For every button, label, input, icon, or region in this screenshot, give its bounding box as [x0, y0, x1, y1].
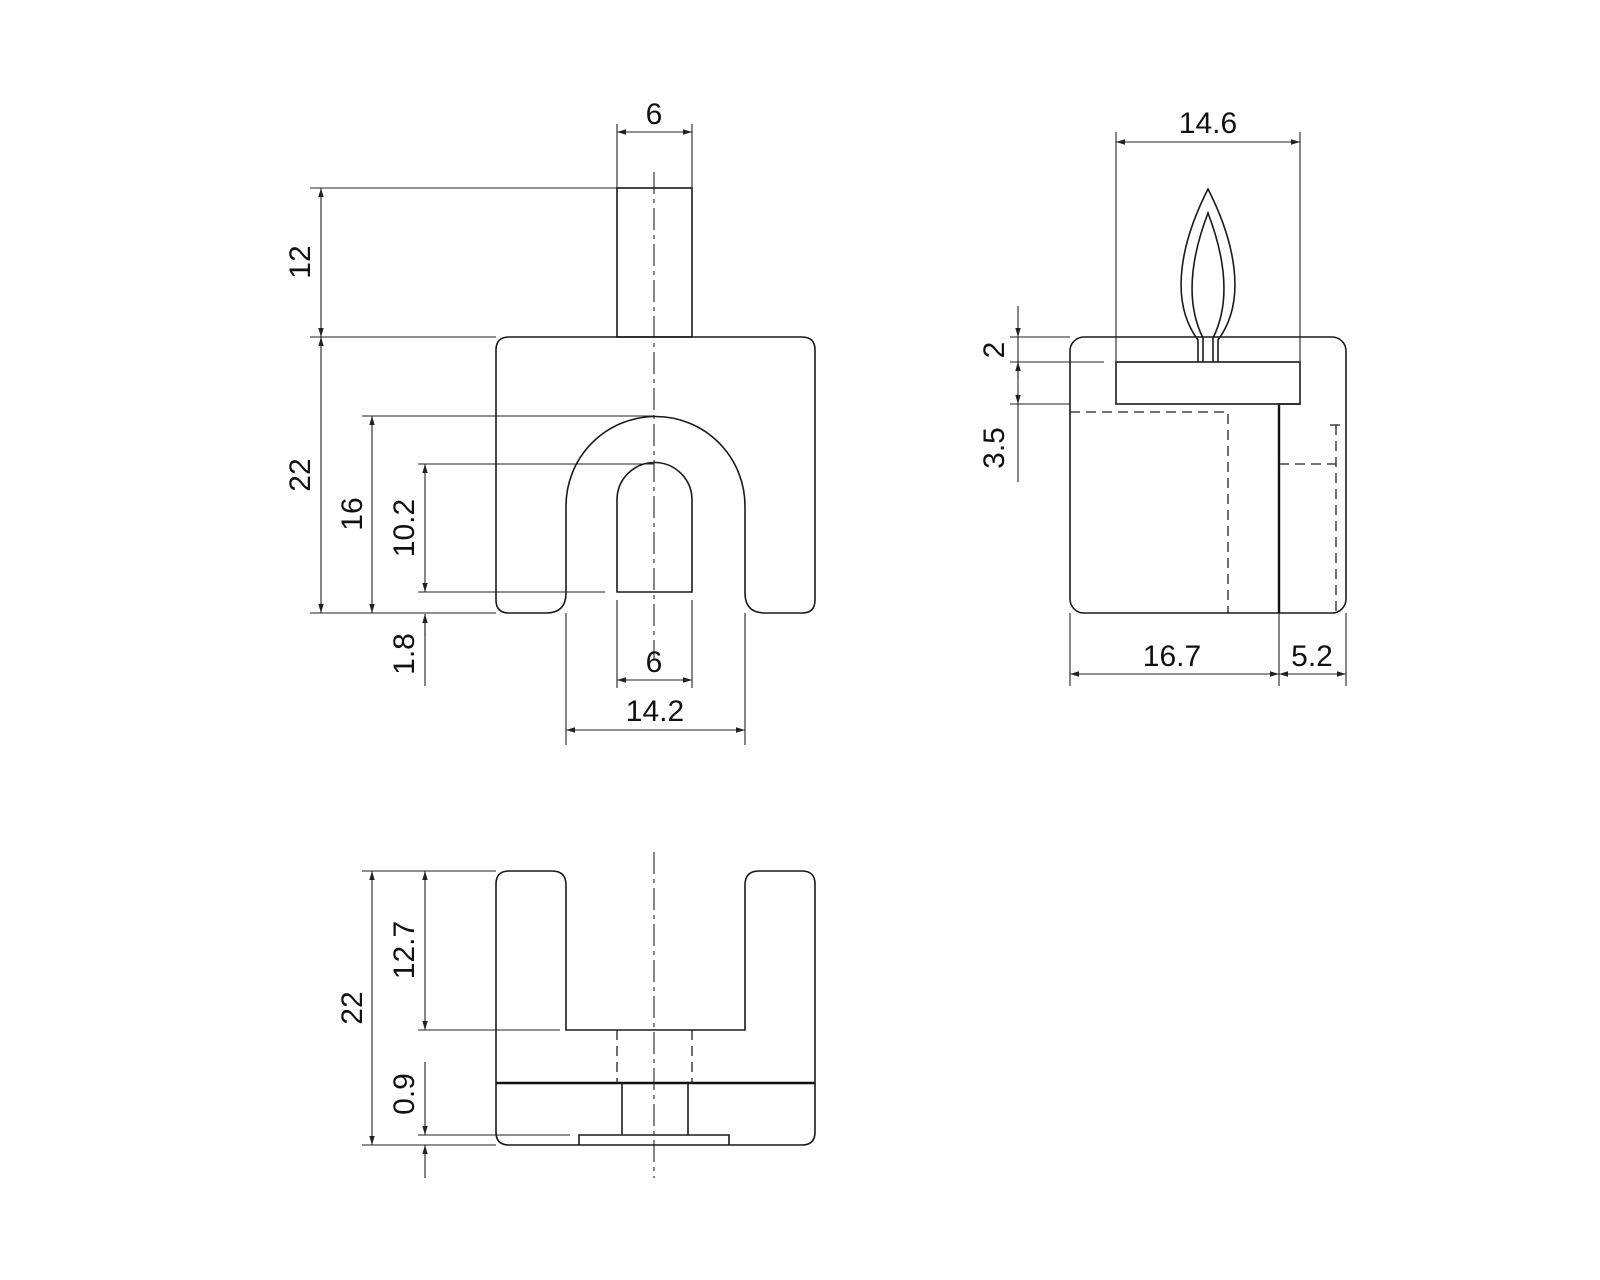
- bottom-outline: [495, 870, 816, 1146]
- side-hidden-lines: [1070, 411, 1229, 613]
- side-view: [1010, 132, 1347, 686]
- side-clip-inner: [1191, 210, 1225, 362]
- dim-side-flange-thickness: 2: [978, 342, 1011, 359]
- side-body-outline: [1069, 336, 1347, 614]
- dim-side-tab-length: 5.2: [1291, 640, 1333, 673]
- dim-side-body-length: 16.7: [1143, 640, 1201, 673]
- dim-side-step-height: 3.5: [978, 427, 1011, 469]
- dim-front-body-height: 22: [284, 458, 317, 491]
- dim-front-pin-width: 6: [646, 98, 663, 131]
- front-slot-outline: [616, 461, 693, 593]
- dim-bottom-channel-depth: 12.7: [388, 921, 421, 979]
- dim-bottom-plate-thickness: 0.9: [388, 1073, 421, 1115]
- dim-front-arch-height: 16: [336, 497, 369, 530]
- side-clip-outline: [1180, 187, 1236, 362]
- dim-front-pin-height: 12: [284, 245, 317, 278]
- front-dimensions: 6 12 22 16 10.2 1.8 6 14.2: [284, 98, 745, 733]
- front-body-outline: [495, 336, 816, 614]
- dim-front-arch-width: 14.2: [626, 695, 684, 728]
- dim-front-foot-height: 1.8: [388, 633, 421, 675]
- dim-bottom-height: 22: [336, 991, 369, 1024]
- dim-front-slot-width: 6: [646, 646, 663, 679]
- side-flange-outline: [1115, 361, 1301, 405]
- bottom-dimensions: 22 12.7 0.9: [336, 871, 428, 1178]
- side-dimensions: 14.6 2 3.5 16.7 5.2: [978, 107, 1346, 677]
- dim-side-clip-width: 14.6: [1179, 107, 1237, 140]
- dim-front-slot-height: 10.2: [388, 499, 421, 557]
- bottom-view: [362, 852, 816, 1178]
